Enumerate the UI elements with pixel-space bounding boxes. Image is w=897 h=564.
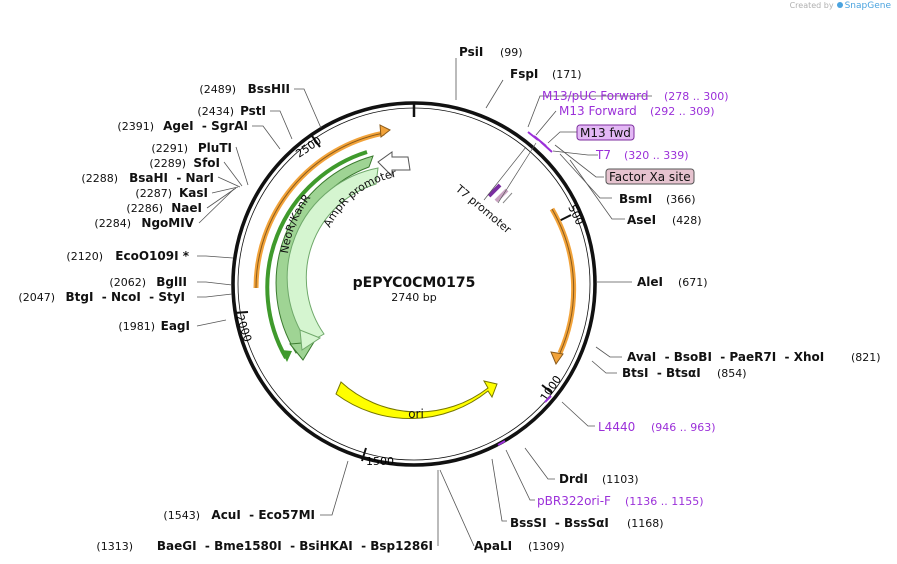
feature-arc-left-orange-edge xyxy=(255,132,385,289)
primer-name-t7: T7 xyxy=(595,148,611,162)
enzyme-name-apali: ApaLI xyxy=(474,539,512,553)
enzyme-pos-baegi: (1313) xyxy=(96,540,133,553)
enzyme-pos-avai: (821) xyxy=(851,351,881,364)
enzyme-name-ecoo109i: EcoO109I * xyxy=(115,249,189,263)
enzyme-pos-btsi: (854) xyxy=(717,367,747,380)
primer-name-pbr322ori-f: pBR322ori-F xyxy=(537,494,611,508)
enzyme-name-bsssi: BssSI - BssSαI xyxy=(510,516,609,530)
enzyme-pos-eagi: (1981) xyxy=(118,320,155,333)
enzyme-name-bsmi: BsmI xyxy=(619,192,652,206)
primer-range-m13-puc: (278 .. 300) xyxy=(664,90,729,103)
tick-mark-2000 xyxy=(233,311,249,314)
primer-marks xyxy=(497,131,553,446)
enzyme-pos-bsshii: (2489) xyxy=(199,83,236,96)
enzyme-name-baegi: BaeGI - Bme1580I - BsiHKAI - Bsp1286I xyxy=(157,539,433,553)
enzyme-name-alei: AleI xyxy=(637,275,663,289)
enzyme-name-psii: PsiI xyxy=(459,45,483,59)
enzyme-pos-agei: (2391) xyxy=(117,120,154,133)
box-factor-xa-site[interactable] xyxy=(605,168,695,185)
feature-label-ori: ori xyxy=(408,407,424,421)
credit-brand: SnapGene xyxy=(844,1,891,11)
enzyme-pos-bglii: (2062) xyxy=(109,276,146,289)
enzyme-pos-sfoi: (2289) xyxy=(149,157,186,170)
plasmid-length: 2740 bp xyxy=(391,291,436,304)
snapgene-logo-icon xyxy=(836,2,843,8)
ampr-gene-arrowhead xyxy=(299,329,322,351)
enzyme-pos-ecoo109i: (2120) xyxy=(66,250,103,263)
box-label-m13-fwd: M13 fwd xyxy=(580,126,631,140)
enzyme-name-sfoi: SfoI xyxy=(193,156,220,170)
plasmid-name: pEPYC0CM0175 xyxy=(353,275,476,291)
enzyme-name-fspi: FspI xyxy=(510,67,538,81)
enzyme-pos-bsahi: (2288) xyxy=(81,172,118,185)
enzyme-labels-left: BaeGI - Bme1580I - BsiHKAI - Bsp1286I (1… xyxy=(18,82,433,553)
enzyme-pos-apali: (1309) xyxy=(528,540,565,553)
enzyme-pos-acui: (1543) xyxy=(163,509,200,522)
enzyme-pos-naei: (2286) xyxy=(126,202,163,215)
enzyme-pos-psii: (99) xyxy=(500,46,523,59)
primer-range-m13-forward: (292 .. 309) xyxy=(650,105,715,118)
enzyme-pos-pluti: (2291) xyxy=(151,142,188,155)
snapgene-credit: Created by SnapGene xyxy=(790,1,891,11)
enzyme-pos-alei: (671) xyxy=(678,276,708,289)
enzyme-name-kasi: KasI xyxy=(179,186,208,200)
enzyme-name-bsahi: BsaHI - NarI xyxy=(129,171,214,185)
enzyme-name-naei: NaeI xyxy=(171,201,202,215)
enzyme-name-asei: AseI xyxy=(627,213,656,227)
feature-arc-green xyxy=(265,150,368,359)
enzyme-pos-drdi: (1103) xyxy=(602,473,639,486)
enzyme-name-bsshii: BssHII xyxy=(248,82,290,96)
primer-name-m13-forward: M13 Forward xyxy=(559,104,637,118)
enzyme-pos-bsmi: (366) xyxy=(666,193,696,206)
enzyme-name-acui: AcuI - Eco57MI xyxy=(211,508,315,522)
enzyme-name-btgi: BtgI - NcoI - StyI xyxy=(66,290,186,304)
enzyme-pos-kasi: (2287) xyxy=(135,187,172,200)
leader-lines xyxy=(196,58,652,547)
feature-ampr-promoter-arrow[interactable] xyxy=(377,151,411,178)
enzyme-pos-psti: (2434) xyxy=(197,105,234,118)
feature-arc-right-orange-edge xyxy=(551,208,575,354)
primer-range-l4440: (946 .. 963) xyxy=(651,421,716,434)
feature-arc-left-arrowhead xyxy=(379,124,391,138)
tick-mark-1500 xyxy=(361,447,367,462)
box-label-factor-xa-site: Factor Xa site xyxy=(609,170,691,184)
primer-range-pbr322ori-f: (1136 .. 1155) xyxy=(625,495,704,508)
enzyme-name-ngomiv: NgoMIV xyxy=(141,216,194,230)
enzyme-pos-btgi: (2047) xyxy=(18,291,55,304)
primer-name-l4440: L4440 xyxy=(598,420,635,434)
credit-prefix: Created by xyxy=(789,1,834,10)
enzyme-name-drdi: DrdI xyxy=(559,472,588,486)
tick-label-1500: 1500 xyxy=(366,455,394,468)
box-m13-fwd[interactable] xyxy=(576,124,635,141)
enzyme-name-psti: PstI xyxy=(240,104,266,118)
enzyme-name-avai: AvaI - BsoBI - PaeR7I - XhoI xyxy=(627,350,824,364)
feature-ori[interactable] xyxy=(335,380,498,420)
enzyme-labels: PsiI (99) FspI (171) BsmI (366) AseI (42… xyxy=(459,45,881,553)
tick-mark-2500 xyxy=(311,135,321,148)
enzyme-name-agei: AgeI - SgrAI xyxy=(163,119,248,133)
enzyme-pos-ngomiv: (2284) xyxy=(94,217,131,230)
feature-t7-promoter[interactable] xyxy=(483,142,537,204)
feature-ampr-gene[interactable] xyxy=(286,167,379,344)
enzyme-pos-bsssi: (1168) xyxy=(627,517,664,530)
enzyme-pos-fspi: (171) xyxy=(552,68,582,81)
feature-arc-green-arrowhead xyxy=(281,350,292,362)
enzyme-pos-asei: (428) xyxy=(672,214,702,227)
tick-label-2000: 2000 xyxy=(233,313,254,344)
primer-name-m13-puc: M13/pUC Forward xyxy=(542,89,649,103)
tick-mark-1000 xyxy=(541,384,553,394)
enzyme-name-bglii: BglII xyxy=(156,275,187,289)
primer-range-t7: (320 .. 339) xyxy=(624,149,689,162)
primer-labels: M13/pUC Forward (278 .. 300) M13 Forward… xyxy=(537,89,729,508)
enzyme-name-btsi: BtsI - BtsαI xyxy=(622,366,701,380)
enzyme-name-eagi: EagI xyxy=(161,319,190,333)
feature-arc-right-arrowhead xyxy=(550,351,564,366)
enzyme-name-pluti: PluTI xyxy=(198,141,232,155)
tick-mark-500 xyxy=(558,214,572,222)
